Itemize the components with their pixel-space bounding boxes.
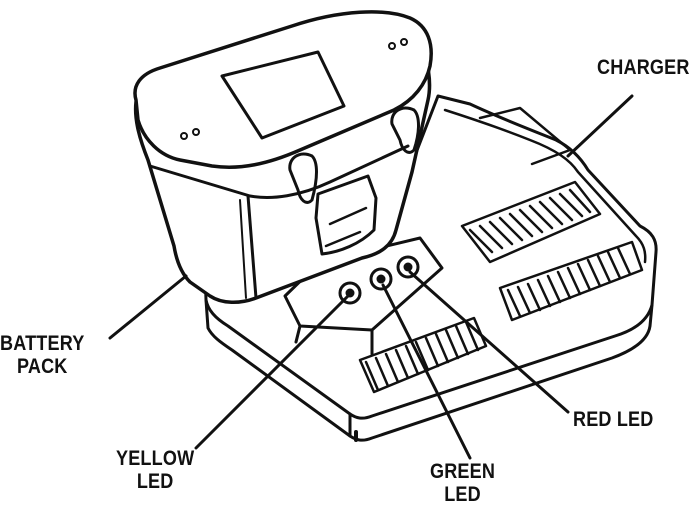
charger-rear-panel xyxy=(478,106,572,166)
charger-vent-upper xyxy=(460,180,602,264)
battery-shoulder xyxy=(148,144,410,199)
charger-vent-lower xyxy=(498,240,644,322)
battery-pack xyxy=(133,10,433,304)
charger-label-text: CHARGER xyxy=(597,56,690,79)
red-led-leader xyxy=(408,270,570,414)
yellow-led-label-line2: LED xyxy=(136,470,174,493)
charger-panel-edge xyxy=(294,324,302,344)
green-led-leader xyxy=(381,283,472,460)
led-group xyxy=(338,255,420,305)
green-led-label-line1: GREEN xyxy=(430,460,496,483)
battery-tab-line xyxy=(324,230,362,248)
green-led-label: GREEN LED xyxy=(430,460,495,506)
battery-pack-label: BATTERY PACK xyxy=(0,332,84,378)
battery-top-panel xyxy=(220,50,346,140)
charger-leader xyxy=(566,94,634,158)
charger-base-bottom xyxy=(204,298,654,442)
yellow-led-leader xyxy=(194,294,350,450)
battery-leader xyxy=(108,274,188,340)
yellow-led xyxy=(338,281,362,305)
charger xyxy=(203,94,658,442)
red-led-label: RED LED xyxy=(573,408,653,431)
battery-edge-2 xyxy=(239,199,247,299)
battery-tab-line-2 xyxy=(328,206,368,226)
red-led-label-text: RED LED xyxy=(573,408,654,431)
charger-label: CHARGER xyxy=(597,56,690,79)
charger-vent-front xyxy=(358,316,488,394)
green-led-label-line2: LED xyxy=(444,483,481,506)
green-led xyxy=(369,267,393,291)
yellow-led-label-line1: YELLOW xyxy=(116,447,195,470)
battery-pack-label-line2: PACK xyxy=(16,355,68,378)
red-led xyxy=(396,255,420,279)
battery-edge xyxy=(246,194,258,300)
yellow-led-label: YELLOW LED xyxy=(116,447,194,493)
leader-lines xyxy=(108,94,634,460)
battery-tab xyxy=(314,174,378,256)
battery-top xyxy=(133,10,433,169)
battery-pack-label-line1: BATTERY xyxy=(0,332,85,355)
